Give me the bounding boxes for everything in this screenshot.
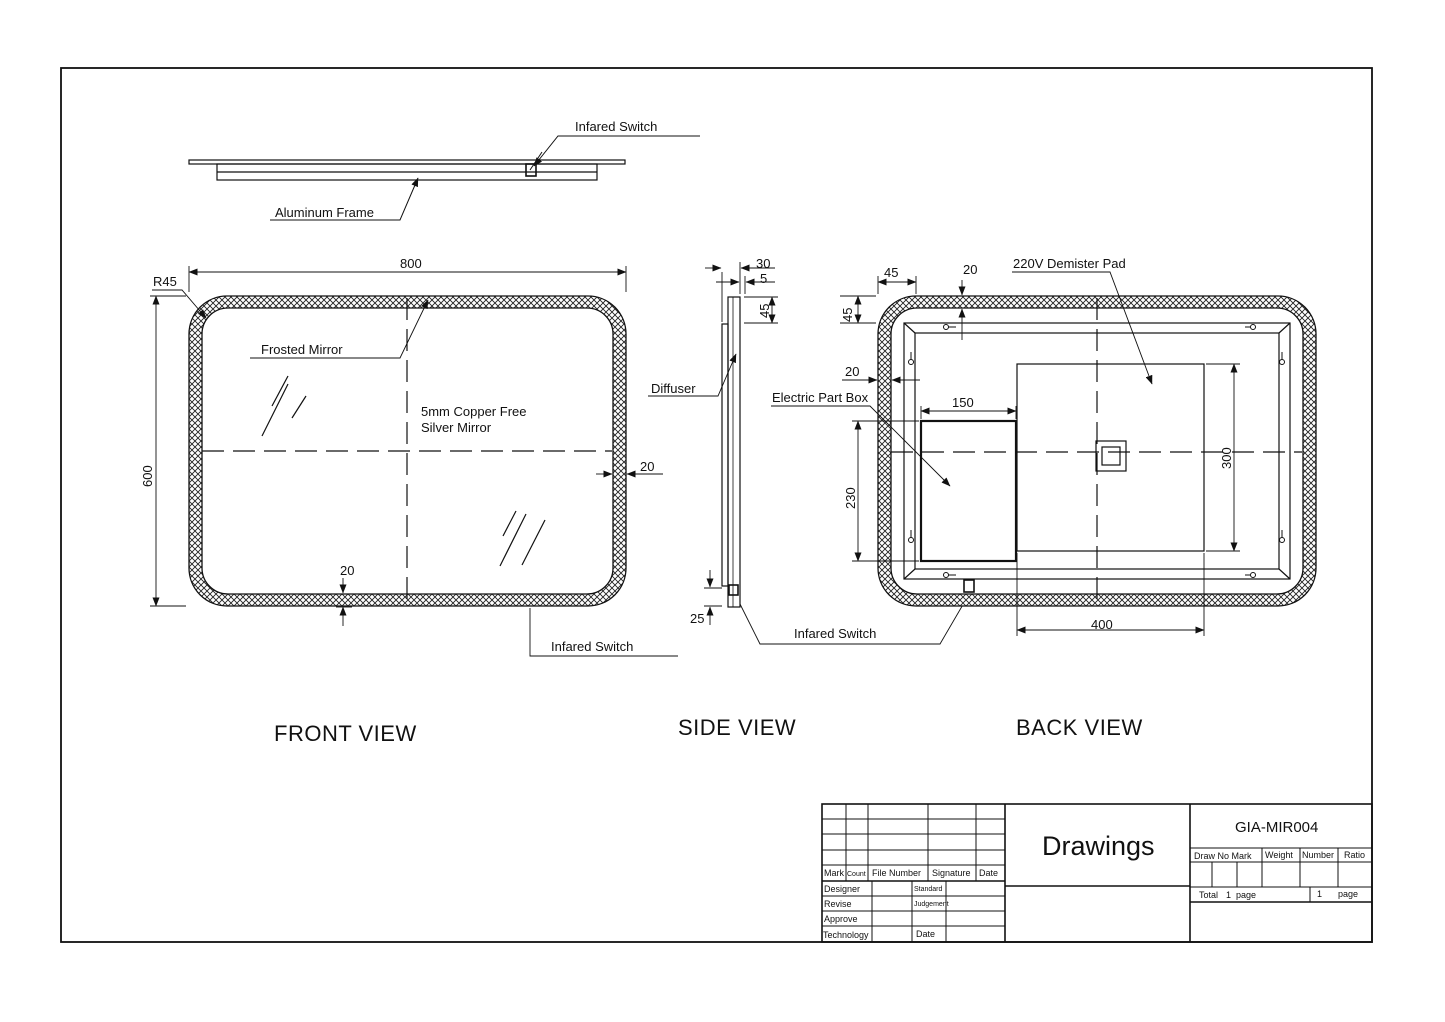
back-center-box-inner <box>1101 446 1121 466</box>
side-frame <box>727 296 741 608</box>
back-switch-symbol <box>963 579 975 593</box>
tb-count: Count <box>847 871 866 878</box>
title-block <box>821 803 1373 943</box>
back-view-title: BACK VIEW <box>1016 715 1143 740</box>
aluminum-frame-label: Aluminum Frame <box>275 205 374 220</box>
copper-free-label-1: 5mm Copper Free <box>421 404 526 419</box>
tb-file-number: File Number <box>872 868 921 878</box>
front-edge-right-dim: 20 <box>640 459 654 474</box>
copper-free-label-2: Silver Mirror <box>421 420 492 435</box>
front-width-dim: 800 <box>400 256 422 271</box>
tb-approve: Approve <box>824 914 858 924</box>
tb-designer: Designer <box>824 884 860 894</box>
electric-part-box <box>919 419 1018 563</box>
side-view <box>648 262 969 645</box>
top-infared-switch-label: Infared Switch <box>575 119 657 134</box>
front-height-dim: 600 <box>140 465 155 487</box>
side-total-depth-dim: 30 <box>756 256 770 271</box>
tb-date-row: Date <box>916 929 935 939</box>
back-left-offset-dim: 20 <box>845 364 859 379</box>
box-width-dim: 150 <box>952 395 974 410</box>
tb-drawing-code: GIA-MIR004 <box>1235 819 1318 836</box>
front-edge-bottom-dim: 20 <box>340 563 354 578</box>
front-reflection-marks <box>261 375 546 567</box>
electric-part-box-label: Electric Part Box <box>772 390 869 405</box>
frosted-mirror-label: Frosted Mirror <box>261 342 343 357</box>
tb-date-header: Date <box>979 868 998 878</box>
back-side-top-dim: 45 <box>840 308 855 322</box>
top-infared-switch-symbol <box>525 163 537 177</box>
back-knurled-frame <box>877 295 1317 607</box>
diffuser-label: Diffuser <box>651 381 696 396</box>
tb-mark: Mark <box>824 868 844 878</box>
tb-judgement: Judgement <box>914 901 949 908</box>
top-section-view <box>188 151 626 181</box>
tb-ratio: Ratio <box>1344 850 1365 860</box>
tb-number: Number <box>1302 850 1334 860</box>
side-bottom-dim: 25 <box>690 611 704 626</box>
tb-draw-no-mark: Draw No Mark <box>1194 851 1252 861</box>
pad-height-dim: 300 <box>1219 447 1234 469</box>
side-top-dim: 45 <box>757 304 772 318</box>
front-infared-switch-label: Infared Switch <box>551 639 633 654</box>
side-view-title: SIDE VIEW <box>678 715 796 740</box>
sheet-border <box>60 67 1373 943</box>
back-hooks <box>908 324 1285 578</box>
tb-page-1: page <box>1236 890 1256 900</box>
side-switch-symbol <box>728 584 739 596</box>
tb-standard: Standard <box>914 886 943 893</box>
tb-total: Total <box>1199 890 1218 900</box>
top-leaders <box>270 135 700 221</box>
box-height-dim: 230 <box>843 487 858 509</box>
pad-width-dim: 400 <box>1091 617 1113 632</box>
front-view-title: FRONT VIEW <box>274 721 417 746</box>
tb-total-count: 1 <box>1226 890 1231 900</box>
front-view: 800 600 R45 20 20 Frosted Mirror 5mm Cop… <box>140 256 678 657</box>
tb-signature: Signature <box>932 868 971 878</box>
side-diffuser-depth-dim: 5 <box>760 271 767 286</box>
front-radius-dim: R45 <box>153 274 177 289</box>
tb-technology: Technology <box>823 930 869 940</box>
back-top-offset-dim: 20 <box>963 262 977 277</box>
front-knurled-frame <box>188 295 627 607</box>
back-left-top-dim: 45 <box>884 265 898 280</box>
back-view: 45 45 20 20 150 230 300 400 220V Demiste… <box>771 256 1317 636</box>
demister-pad-label: 220V Demister Pad <box>1013 256 1126 271</box>
back-center-box-outer <box>1095 440 1127 472</box>
tb-page-2: page <box>1338 889 1358 899</box>
side-mirror-body <box>721 323 729 587</box>
side-infared-switch-label: Infared Switch <box>794 626 876 641</box>
tb-weight: Weight <box>1265 850 1293 860</box>
tb-page-count: 1 <box>1317 889 1322 899</box>
tb-title: Drawings <box>1042 831 1155 861</box>
tb-revise: Revise <box>824 899 852 909</box>
